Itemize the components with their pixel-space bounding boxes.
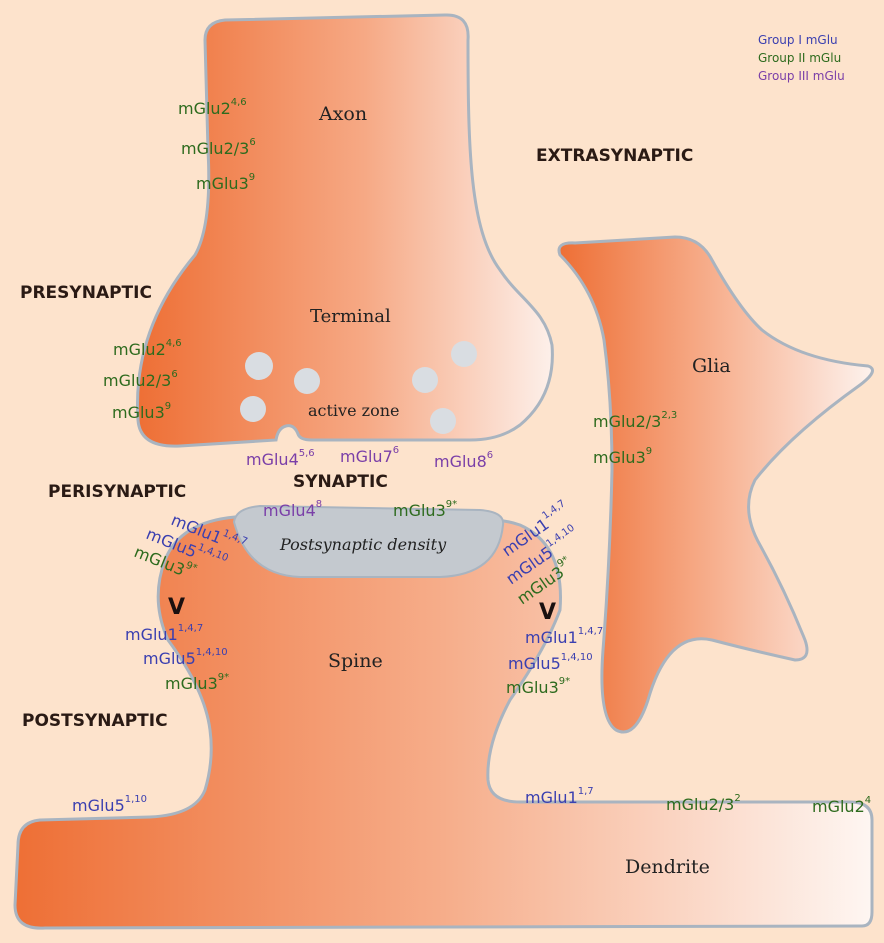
receptor-terminal-mglu23: mGlu2/36 bbox=[103, 369, 178, 390]
receptor-dend-mglu23: mGlu2/32 bbox=[666, 793, 741, 814]
region-postsynaptic: POSTSYNAPTIC bbox=[22, 711, 168, 731]
vesicle bbox=[451, 341, 477, 367]
vesicle bbox=[430, 408, 456, 434]
receptor-axon-mglu3: mGlu39 bbox=[196, 172, 255, 193]
label-glia: Glia bbox=[692, 355, 731, 377]
receptor-terminal-mglu3: mGlu39 bbox=[112, 401, 171, 422]
label-active-zone: active zone bbox=[308, 401, 399, 420]
region-presynaptic: PRESYNAPTIC bbox=[20, 283, 152, 303]
legend: Group I mGlu Group II mGlu Group III mGl… bbox=[758, 33, 845, 83]
legend-group1: Group I mGlu bbox=[758, 33, 838, 47]
receptor-axon-mglu23: mGlu2/36 bbox=[181, 137, 256, 158]
vesicle bbox=[412, 367, 438, 393]
label-postsynaptic-density: Postsynaptic density bbox=[279, 535, 447, 554]
region-perisynaptic: PERISYNAPTIC bbox=[48, 482, 186, 502]
legend-group2: Group II mGlu bbox=[758, 51, 841, 65]
vesicle bbox=[294, 368, 320, 394]
vesicle bbox=[245, 352, 273, 380]
vesicle bbox=[240, 396, 266, 422]
legend-group3: Group III mGlu bbox=[758, 69, 845, 83]
region-extrasynaptic: EXTRASYNAPTIC bbox=[536, 146, 693, 166]
label-spine: Spine bbox=[328, 650, 383, 672]
receptor-glia-mglu3: mGlu39 bbox=[593, 446, 652, 467]
label-terminal: Terminal bbox=[310, 306, 391, 327]
receptor-dend-mglu2: mGlu24 bbox=[812, 795, 871, 816]
receptor-az-mglu8: mGlu86 bbox=[434, 450, 493, 471]
region-synaptic: SYNAPTIC bbox=[293, 472, 388, 492]
caret-right: V bbox=[539, 600, 556, 625]
label-axon: Axon bbox=[318, 103, 367, 125]
receptor-syn-mglu4: mGlu48 bbox=[263, 499, 322, 520]
receptor-az-mglu7: mGlu76 bbox=[340, 445, 399, 466]
caret-left: V bbox=[168, 595, 185, 620]
label-dendrite: Dendrite bbox=[625, 856, 710, 878]
